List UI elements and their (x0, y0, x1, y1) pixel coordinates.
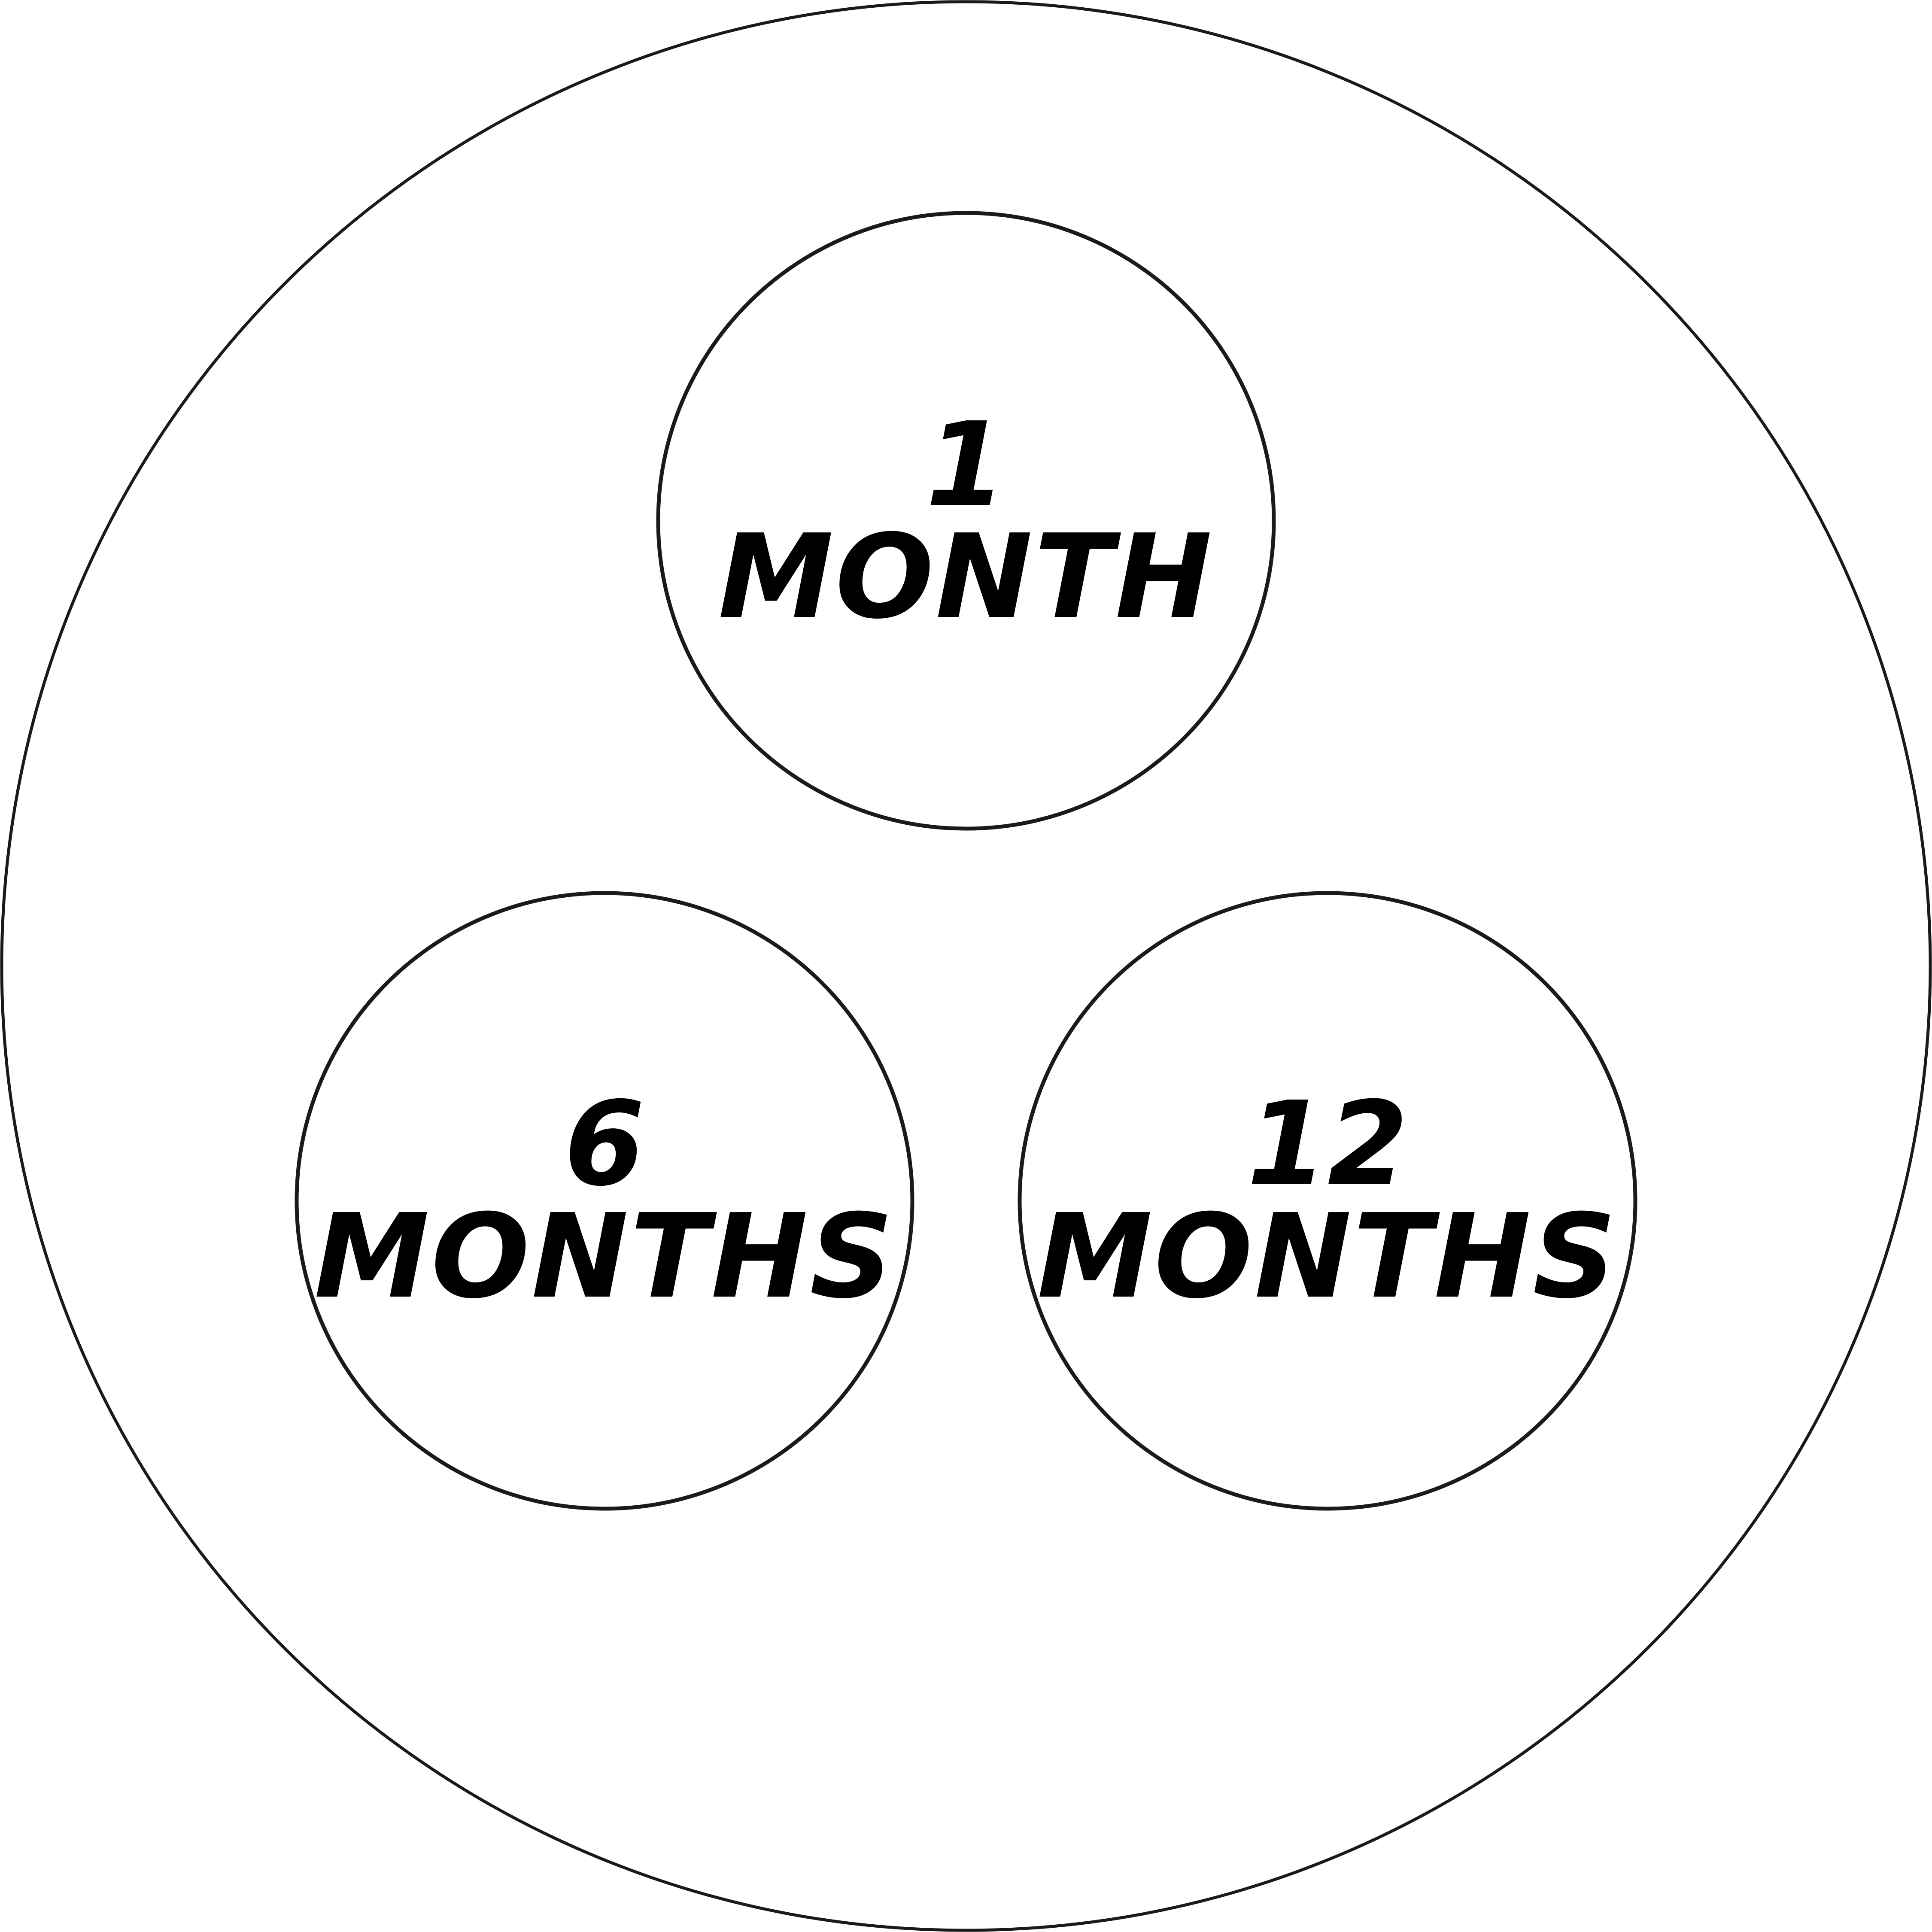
period-circle (295, 891, 914, 1511)
period-1-month: 1 MONTH (656, 211, 1276, 831)
period-circle (656, 211, 1276, 831)
period-circle (1018, 891, 1637, 1511)
period-unit: MONTHS (1037, 1189, 1618, 1324)
period-unit: MONTH (718, 509, 1214, 644)
period-number: 1 (926, 397, 1006, 532)
period-unit: MONTHS (314, 1189, 895, 1324)
period-number: 6 (564, 1076, 645, 1212)
period-6-months: 6 MONTHS (295, 891, 914, 1511)
period-number: 12 (1247, 1076, 1408, 1212)
period-12-months: 12 MONTHS (1018, 891, 1637, 1511)
